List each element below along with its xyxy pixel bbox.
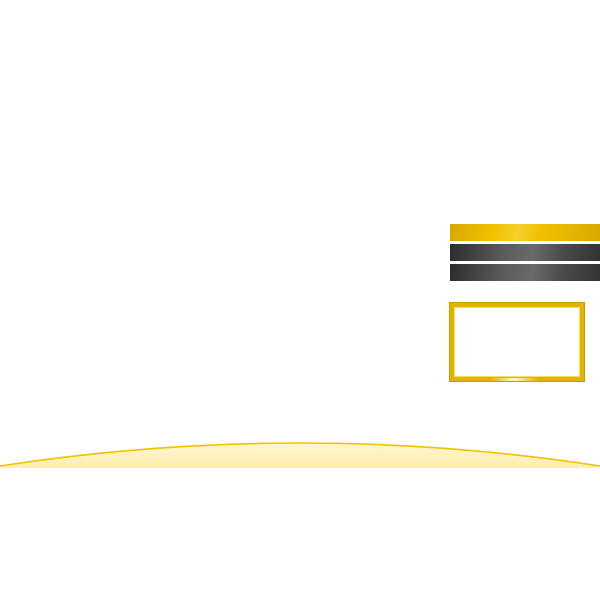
arc-stroke [0, 442, 600, 467]
dark-stripe-bar-bottom [450, 264, 600, 281]
dark-stripe-bar-top [450, 244, 600, 261]
arc-fill [0, 443, 600, 468]
gold-stripe-bar [450, 224, 600, 241]
gold-frame-box [450, 303, 584, 381]
gold-arc-shape [0, 442, 600, 468]
frame-shine-highlight [490, 378, 538, 381]
